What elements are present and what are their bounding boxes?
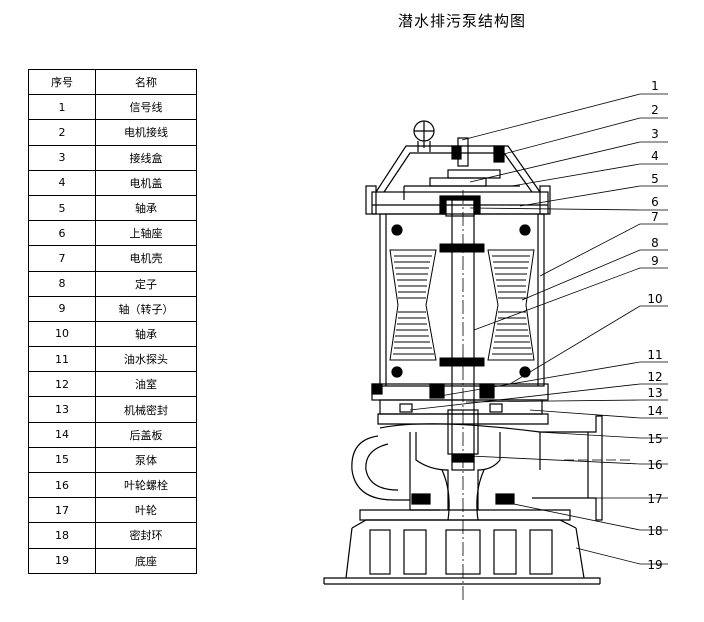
header-number: 序号 [28,68,96,96]
row-number: 17 [28,497,96,524]
row-name: 电机盖 [95,169,197,196]
motor-housing [379,213,545,387]
stator [389,243,535,367]
motor-cover [375,137,541,200]
callout-8: 8 [651,236,659,250]
upper-bearing-seat [365,185,551,217]
callout-16: 16 [647,458,662,472]
impeller [411,432,515,521]
callout-2: 2 [651,103,659,117]
row-number: 6 [28,220,96,247]
callout-numbers: 1 2 3 4 5 6 7 8 9 10 11 12 13 14 15 16 1… [647,79,662,572]
row-number: 19 [28,547,96,574]
row-number: 7 [28,245,96,272]
row-number: 3 [28,144,96,171]
shaft [451,190,475,600]
back-cover-plate [377,413,549,433]
row-name: 底座 [95,547,197,574]
row-name: 密封环 [95,522,197,549]
callout-4: 4 [651,149,659,163]
callout-3: 3 [651,127,659,141]
row-name: 叶轮螺栓 [95,471,197,499]
callout-12: 12 [647,370,662,384]
callout-13: 13 [647,386,662,400]
callout-5: 5 [651,172,659,186]
row-name: 电机接线 [95,119,197,146]
callout-1: 1 [651,79,659,93]
row-name: 叶轮 [95,497,197,524]
header-name: 名称 [95,68,197,96]
row-number: 18 [28,522,96,549]
row-number: 16 [28,471,96,499]
row-name: 接线盒 [95,144,197,171]
leader-lines [409,93,668,565]
callout-19: 19 [647,558,662,572]
row-number: 2 [28,119,96,146]
row-number: 1 [28,94,96,121]
callout-7: 7 [651,210,659,224]
row-number: 8 [28,270,96,297]
base [323,509,601,585]
row-number: 15 [28,446,96,474]
row-number: 5 [28,194,96,222]
lifting-ring [413,120,435,152]
callout-14: 14 [647,404,662,418]
callout-15: 15 [647,432,662,446]
parts-table-header: 序号 名称 [28,68,197,96]
row-name: 定子 [95,270,197,297]
callout-10: 10 [647,292,662,306]
callout-6: 6 [651,195,659,209]
diagram-title: 潜水排污泵结构图 [397,12,526,30]
row-number: 13 [28,396,96,423]
callout-9: 9 [651,254,659,268]
row-name: 信号线 [95,94,197,121]
oil-chamber [371,383,549,455]
pump-body [351,415,630,521]
callout-11: 11 [647,348,662,362]
callout-17: 17 [647,492,662,506]
row-name: 轴承 [95,320,197,348]
row-name: 油水探头 [95,346,197,373]
row-number: 9 [28,295,96,322]
row-number: 10 [28,320,96,348]
callout-18: 18 [647,524,662,538]
